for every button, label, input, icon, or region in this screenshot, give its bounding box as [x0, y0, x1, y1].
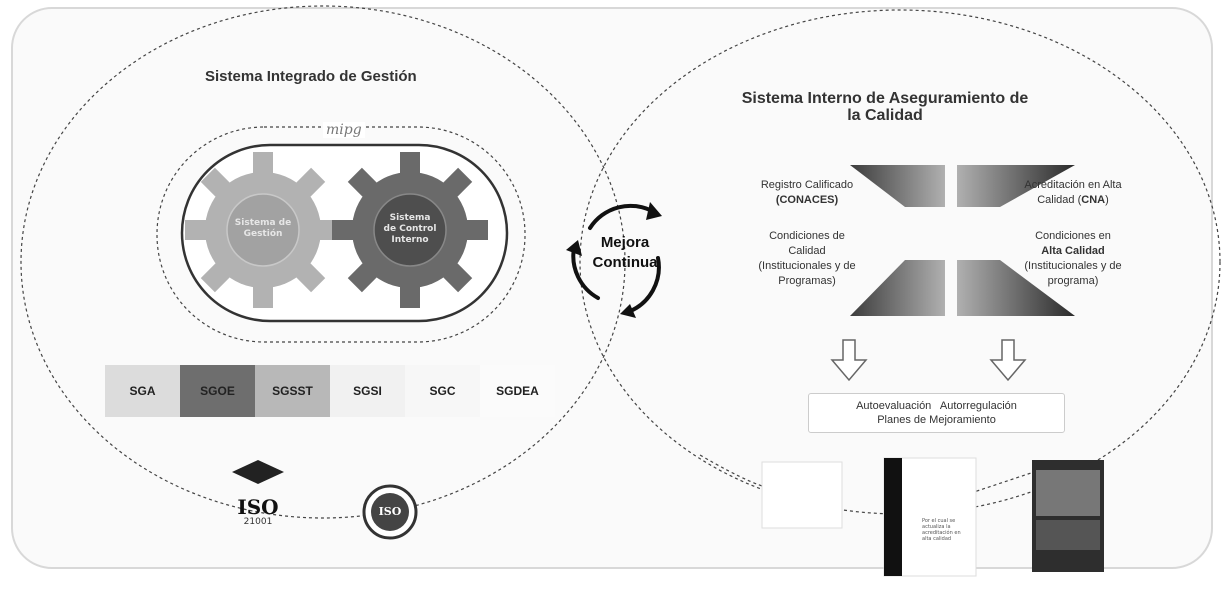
- registro-calificado: Registro Calificado (CONACES): [760, 179, 854, 206]
- cycle-arrowheads: [566, 202, 662, 318]
- system-cell-sgc: SGC: [405, 365, 480, 417]
- gear-label-control: Sistema de Control Interno: [383, 213, 437, 245]
- left-circle: [20, 5, 626, 519]
- x-shape: [850, 165, 1075, 316]
- iso-21001-text: ISO 21001: [237, 495, 279, 527]
- iso-seal-text: ISO: [378, 505, 402, 518]
- mipg-label: mipg: [323, 122, 365, 138]
- condiciones-alta-calidad: Condiciones en Alta Calidad (Institucion…: [1024, 230, 1122, 287]
- system-cell-sga: SGA: [105, 365, 180, 417]
- down-arrows: [830, 339, 1027, 382]
- system-cell-sgdea: SGDEA: [480, 365, 555, 417]
- mejora-continua-label: Mejora Continua: [592, 234, 658, 271]
- sig-title: Sistema Integrado de Gestión: [205, 68, 417, 85]
- system-cell-sgsst: SGSST: [255, 365, 330, 417]
- gear-right-shape: [332, 152, 488, 308]
- siac-title: Sistema Interno de Aseguramiento de la C…: [741, 90, 1029, 124]
- system-cell-sgoe: SGOE: [180, 365, 255, 417]
- cycle-arrows: [571, 203, 661, 314]
- doc-thumb-2-text: Por el cual se actualiza la acreditación…: [922, 518, 961, 542]
- gear-left-shape: [185, 152, 341, 308]
- gear-label-gestion: Sistema de Gestión: [234, 218, 292, 239]
- condiciones-calidad: Condiciones de Calidad (Institucionales …: [758, 230, 856, 287]
- acreditacion-alta-calidad: Acreditación en Alta Calidad (CNA): [1024, 179, 1122, 206]
- doc-thumb-1: [761, 461, 843, 529]
- iso-21001-logo: [232, 460, 284, 484]
- doc-connector-2: [964, 469, 1041, 496]
- autoevaluacion-box: Autoevaluación Autorregulación Planes de…: [808, 393, 1065, 433]
- doc-connector-1: [699, 454, 781, 491]
- system-cell-sgsi: SGSI: [330, 365, 405, 417]
- iso-seal-logo: [362, 484, 418, 540]
